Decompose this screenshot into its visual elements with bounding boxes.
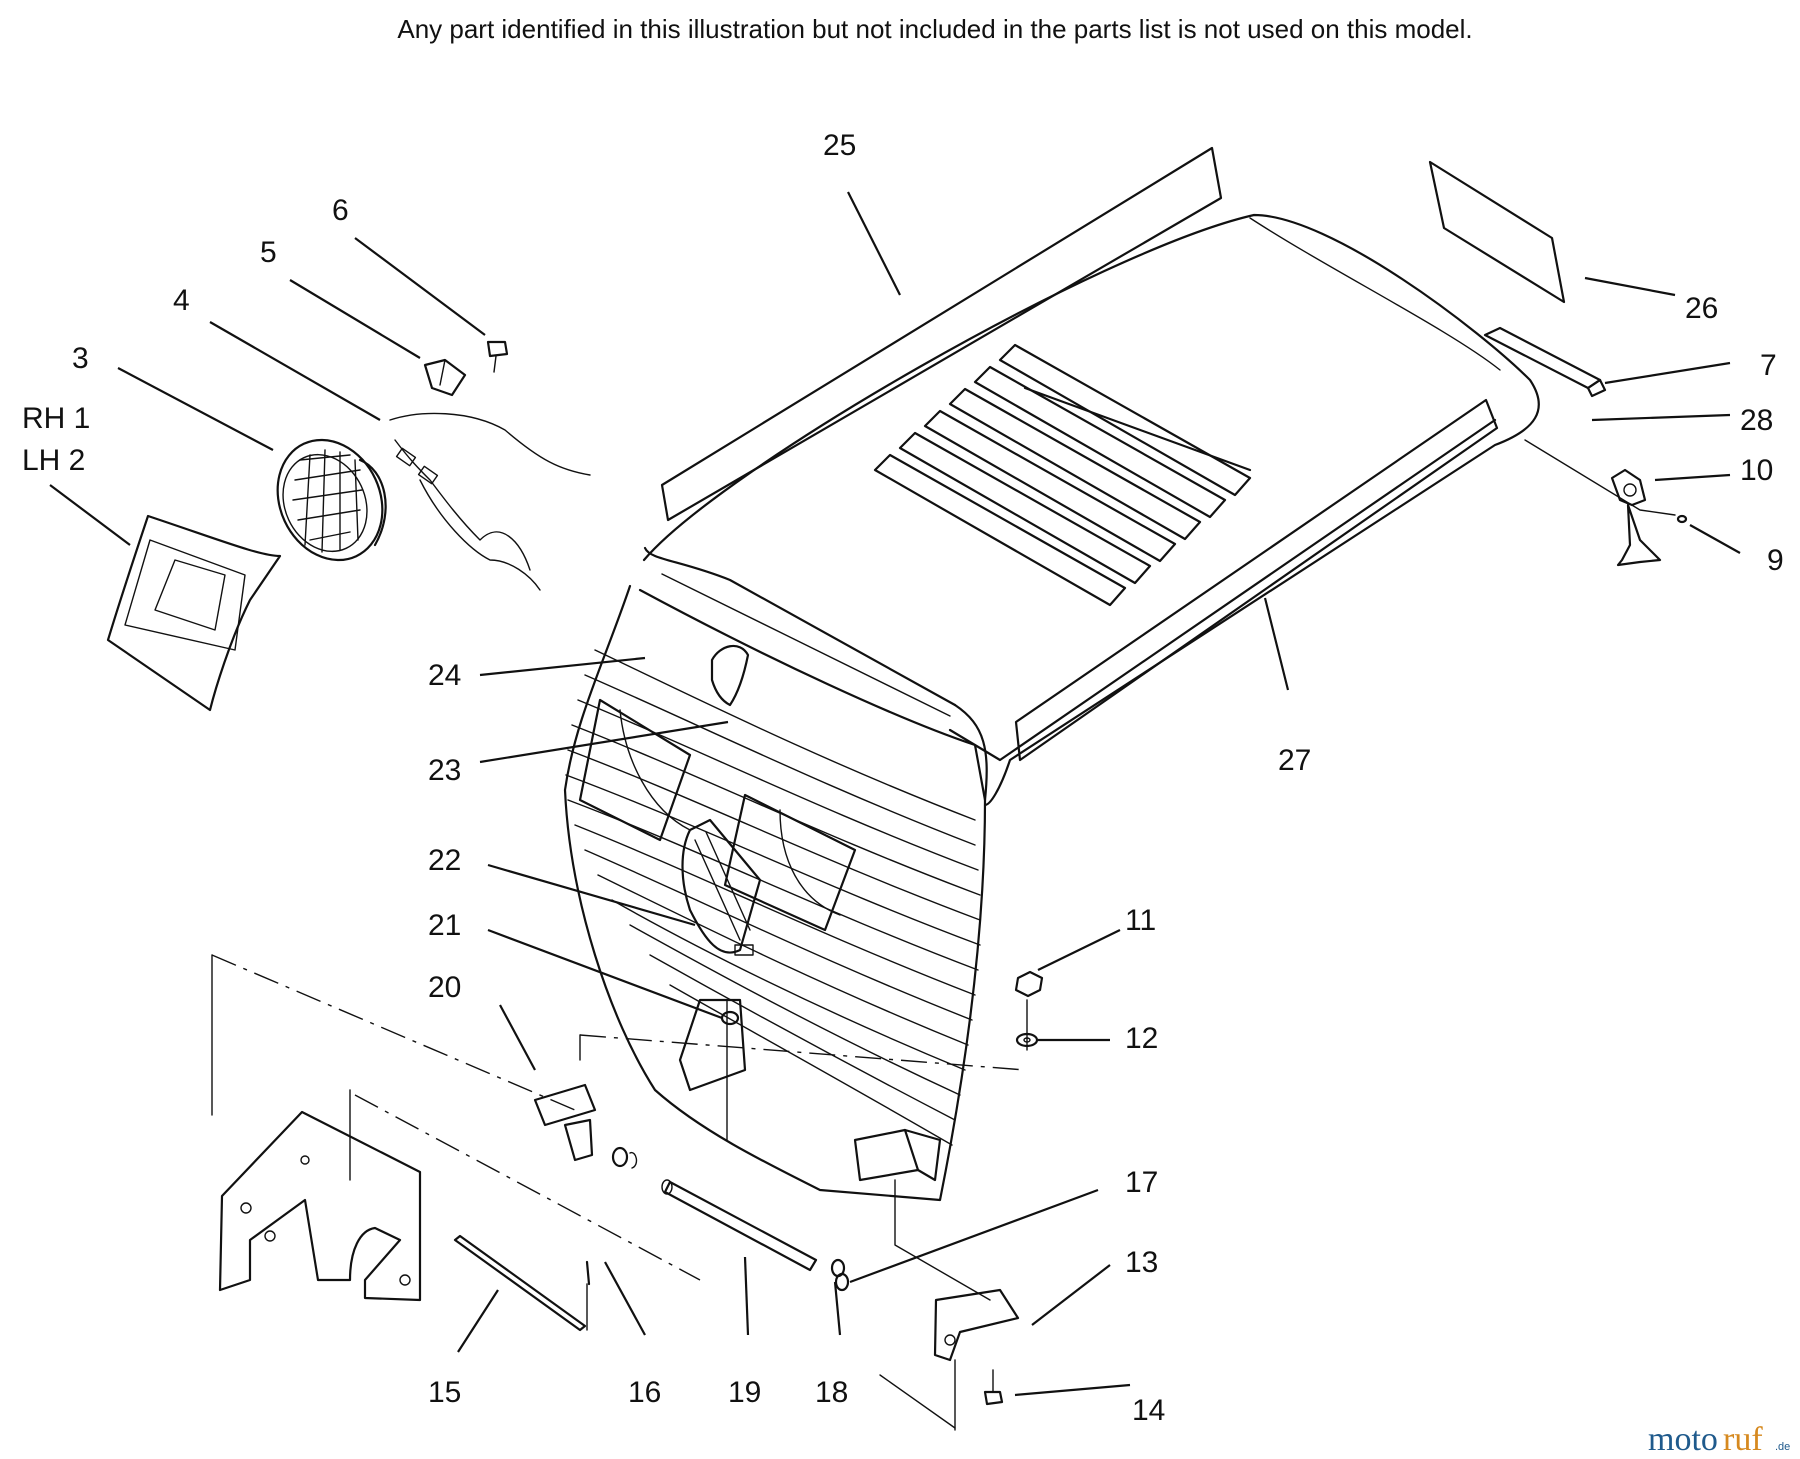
- grille-assembly-part-24: [563, 584, 987, 1202]
- callout-9: 9: [1767, 544, 1784, 577]
- assembly-lines: [211, 439, 1676, 1431]
- lower-bracket: [853, 1128, 942, 1182]
- decal-part-26: [1428, 160, 1566, 304]
- callout-3: 3: [72, 342, 89, 375]
- callout-12: 12: [1125, 1022, 1158, 1055]
- pin-part-9: [1676, 514, 1688, 524]
- callout-14: 14: [1132, 1394, 1165, 1427]
- callout-10: 10: [1740, 454, 1773, 487]
- callout-rh-1: RH 1: [22, 402, 90, 435]
- headlight-lamp-part-3: [276, 438, 387, 562]
- callout-26: 26: [1685, 292, 1718, 325]
- headlight-wiring-part-4: [389, 412, 591, 591]
- callout-23: 23: [428, 754, 461, 787]
- callout-5: 5: [260, 236, 277, 269]
- callout-labels: RH 1 LH 2 3 4 5 6 25 26 7 28 10 9 24 23 …: [22, 129, 1784, 1427]
- bumper-part-7: [1483, 326, 1607, 398]
- screw-part-14: [983, 1369, 1004, 1406]
- leader-lines: [49, 191, 1741, 1397]
- callout-21: 21: [428, 909, 461, 942]
- callout-25: 25: [823, 129, 856, 162]
- callout-20: 20: [428, 971, 461, 1004]
- decal-strip-part-25: [660, 146, 1223, 522]
- callout-15: 15: [428, 1376, 461, 1409]
- diagram-note: Any part identified in this illustration…: [397, 14, 1472, 44]
- pin-part-16: [585, 1260, 591, 1286]
- clip-part-5: [423, 358, 467, 397]
- screw-part-6: [486, 340, 509, 373]
- headlight-housing-part-1-2: [106, 514, 282, 712]
- axle-part-19: [661, 1179, 818, 1272]
- latch-part-10: [1610, 468, 1662, 567]
- watermark-part1: moto: [1648, 1421, 1718, 1458]
- callout-28: 28: [1740, 404, 1773, 437]
- callout-lh-2: LH 2: [22, 444, 85, 477]
- callout-22: 22: [428, 844, 461, 877]
- callout-4: 4: [173, 284, 190, 317]
- bracket-part-13: [933, 1288, 1020, 1362]
- support-bracket: [218, 1110, 422, 1302]
- watermark-part2: ruf: [1723, 1421, 1763, 1458]
- callout-24: 24: [428, 659, 461, 692]
- washer-part-18: [830, 1258, 846, 1278]
- callout-17: 17: [1125, 1166, 1158, 1199]
- side-decal-part-27: [1014, 398, 1499, 762]
- nut-part-11: [1014, 970, 1044, 998]
- callout-16: 16: [628, 1376, 661, 1409]
- callout-18: 18: [815, 1376, 848, 1409]
- watermark-suffix: .de: [1775, 1441, 1790, 1453]
- callout-7: 7: [1760, 349, 1777, 382]
- callout-6: 6: [332, 194, 349, 227]
- hood-top: [642, 213, 1540, 807]
- rod-part-15: [453, 1234, 587, 1332]
- watermark-logo: moto ruf .de: [1648, 1421, 1790, 1458]
- callout-19: 19: [728, 1376, 761, 1409]
- callout-13: 13: [1125, 1246, 1158, 1279]
- grille-bracket-part-22: [678, 818, 762, 1092]
- hood-vents: [873, 343, 1252, 607]
- callout-27: 27: [1278, 744, 1311, 777]
- callout-11: 11: [1125, 904, 1156, 937]
- washers-part-20: [533, 1083, 638, 1169]
